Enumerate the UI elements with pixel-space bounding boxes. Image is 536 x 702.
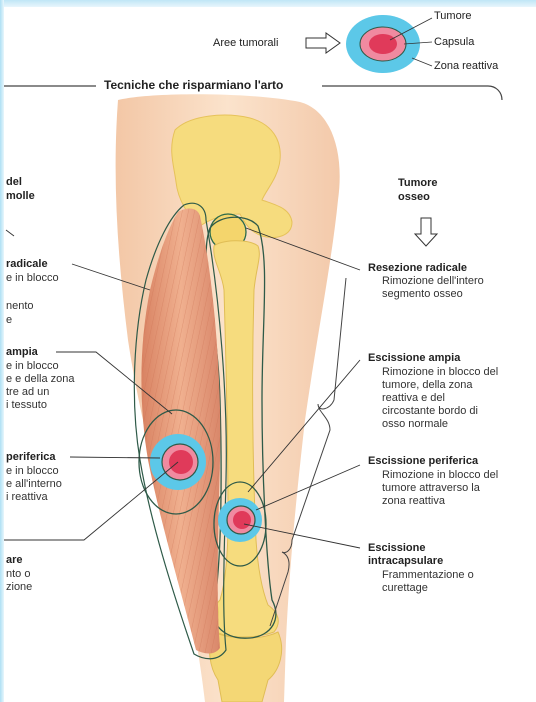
bone-marginal-line1: Rimozione in blocco del xyxy=(382,469,498,482)
bone-radical-line2: segmento osseo xyxy=(382,288,463,301)
legend-capsule-label: Capsula xyxy=(434,36,474,49)
bone-wide-line4: circostante bordo di xyxy=(382,405,478,418)
soft-wide-line2: e e della zona xyxy=(6,373,75,386)
bone-radical-line1: Rimozione dell'intero xyxy=(382,275,484,288)
soft-tissue-heading-line1: del xyxy=(6,176,22,189)
soft-radical-line3: e xyxy=(6,314,12,327)
legend-tumor-label: Tumore xyxy=(434,10,472,23)
bone-marginal-title: Escissione periferica xyxy=(368,455,478,468)
bone-tumor-heading-line2: osseo xyxy=(398,191,430,204)
bone-marginal-line2: tumore attraverso la xyxy=(382,482,480,495)
legend-reactive-zone-label: Zona reattiva xyxy=(434,60,498,73)
legend-tumor-areas-label: Aree tumorali xyxy=(213,37,278,50)
legend-arrow xyxy=(306,33,340,53)
section-title: Tecniche che risparmiano l'arto xyxy=(104,79,283,92)
bone-intra-line1: Frammentazione o xyxy=(382,569,474,582)
soft-intra-line1: nto o xyxy=(6,568,30,581)
bone-tumor-down-arrow xyxy=(415,218,437,246)
bone-wide-line5: osso normale xyxy=(382,418,448,431)
soft-wide-line4: i tessuto xyxy=(6,399,47,412)
bone-intra-line2: curettage xyxy=(382,582,428,595)
bone-tumor xyxy=(233,511,251,529)
soft-tissue-tumor xyxy=(169,450,193,474)
leader-soft-marginal xyxy=(70,457,160,458)
soft-wide-line3: tre ad un xyxy=(6,386,49,399)
bone-wide-line3: reattiva e del xyxy=(382,392,445,405)
soft-wide-line1: e in blocco xyxy=(6,360,59,373)
bone-tumor-heading-line1: Tumore xyxy=(398,177,438,190)
soft-marginal-title: periferica xyxy=(6,451,56,464)
bone-wide-line2: tumore, della zona xyxy=(382,379,473,392)
soft-tissue-heading-line2: molle xyxy=(6,190,35,203)
soft-radical-title: radicale xyxy=(6,258,48,271)
bone-intra-title-line2: intracapsulare xyxy=(368,555,443,568)
legend-tumor xyxy=(369,34,397,54)
soft-marginal-line2: e all'interno xyxy=(6,478,62,491)
soft-tissue-tick xyxy=(6,230,14,236)
soft-radical-line2: nento xyxy=(6,300,34,313)
bone-wide-title: Escissione ampia xyxy=(368,352,460,365)
section-rule-right xyxy=(322,86,502,100)
soft-radical-line1: e in blocco xyxy=(6,272,59,285)
soft-intra-line2: zione xyxy=(6,581,32,594)
soft-wide-title: ampia xyxy=(6,346,38,359)
legend-leader-reactive xyxy=(412,58,432,66)
bone-radical-title: Resezione radicale xyxy=(368,262,467,275)
bone-marginal-line3: zona reattiva xyxy=(382,495,445,508)
soft-marginal-line1: e in blocco xyxy=(6,465,59,478)
bone-intra-title-line1: Escissione xyxy=(368,542,425,555)
soft-marginal-line3: i reattiva xyxy=(6,491,48,504)
bone-wide-line1: Rimozione in blocco del xyxy=(382,366,498,379)
soft-intra-title: are xyxy=(6,554,23,567)
